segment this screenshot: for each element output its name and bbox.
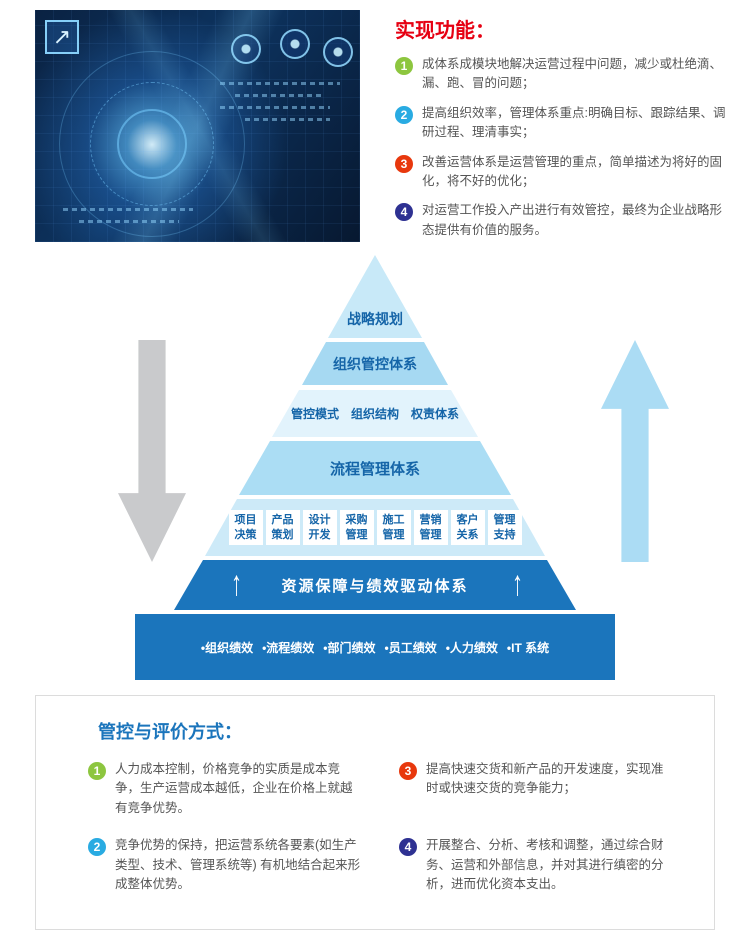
hero-emblem-icon	[323, 37, 353, 67]
number-badge: 3	[395, 154, 413, 173]
hero-emblem-icon	[280, 29, 310, 59]
function-box-line: 设计	[308, 514, 331, 527]
function-box-line: 产品	[271, 514, 294, 527]
function-box: 项目 决策	[228, 510, 263, 545]
pyramid-level-strategy: 战略规划	[135, 255, 615, 338]
function-box-line: 管理	[382, 528, 405, 541]
feature-item: 2 提高组织效率，管理体系重点:明确目标、跟踪结果、调研过程、理清事实；	[395, 104, 727, 143]
up-arrow-icon: ↑	[512, 563, 523, 603]
evaluation-grid: 1 人力成本控制，价格竞争的实质是成本竞争，生产运营成本越低，企业在价格上就越有…	[36, 760, 714, 894]
hero-data-bar	[220, 82, 340, 85]
evaluation-panel: 管控与评价方式： 1 人力成本控制，价格竞争的实质是成本竞争，生产运营成本越低，…	[35, 695, 715, 930]
pyramid-level-label: 组织管控体系	[333, 355, 417, 372]
function-box-line: 关系	[456, 528, 479, 541]
function-box-line: 决策	[234, 528, 257, 541]
kpi-item: •部门绩效	[323, 640, 376, 655]
function-box: 采购 管理	[339, 510, 374, 545]
evaluation-text: 人力成本控制，价格竞争的实质是成本竞争，生产运营成本越低，企业在价格上就越有竞争…	[115, 762, 353, 815]
number-badge: 4	[395, 203, 413, 222]
feature-item: 1 成体系成模块地解决运营过程中问题，减少或杜绝滴、漏、跑、冒的问题；	[395, 55, 727, 94]
evaluation-item: 4 开展整合、分析、考核和调整，通过综合财务、运营和外部信息，并对其进行缜密的分…	[399, 836, 672, 894]
function-box-line: 客户	[456, 514, 479, 527]
evaluation-text: 开展整合、分析、考核和调整，通过综合财务、运营和外部信息，并对其进行缜密的分析，…	[426, 838, 664, 891]
function-box-line: 项目	[234, 514, 257, 527]
hero-ring-outer	[59, 51, 245, 237]
pyramid-level-process: 流程管理体系	[135, 441, 615, 495]
function-box-line: 管理	[345, 528, 368, 541]
feature-text: 提高组织效率，管理体系重点:明确目标、跟踪结果、调研过程、理清事实；	[422, 105, 726, 140]
hero-data-bar	[220, 106, 330, 109]
features-title: 实现功能：	[395, 20, 495, 42]
kpi-item: •员工绩效	[384, 640, 437, 655]
evaluation-item: 3 提高快速交货和新产品的开发速度，实现准时或快速交货的竞争能力；	[399, 760, 672, 818]
kpi-item: •组织绩效	[200, 640, 254, 655]
evaluation-text: 提高快速交货和新产品的开发速度，实现准时或快速交货的竞争能力；	[426, 762, 664, 796]
pyramid-level-resources: ↑ 资源保障与绩效驱动体系 ↑	[135, 560, 615, 610]
hero-grid-overlay	[35, 10, 360, 242]
function-box-line: 营销	[419, 514, 442, 527]
kpi-item: •人力绩效	[445, 640, 498, 655]
function-box: 客户 关系	[450, 510, 485, 545]
hero-image: ↗	[35, 10, 360, 242]
pyramid-level-label: 管控模式 组织结构 权责体系	[290, 407, 459, 421]
features-panel: 实现功能： 1 成体系成模块地解决运营过程中问题，减少或杜绝滴、漏、跑、冒的问题…	[395, 14, 727, 250]
function-box-line: 策划	[271, 528, 294, 541]
function-boxes-row: 项目 决策 产品 策划 设计 开发 采购 管理 施工 管理	[228, 510, 522, 545]
pyramid-diagram: 战略规划 组织管控体系 管控模式 组织结构 权责体系 流程管理体系 项目 决策 …	[135, 255, 615, 680]
function-box: 产品 策划	[265, 510, 300, 545]
function-box-line: 施工	[382, 514, 405, 527]
function-box-line: 管理	[419, 528, 442, 541]
evaluation-item: 2 竞争优势的保持，把运营系统各要素(如生产类型、技术、管理系统等) 有机地结合…	[88, 836, 361, 894]
pyramid-level-label: 流程管理体系	[329, 460, 420, 478]
pyramid-level-modes: 管控模式 组织结构 权责体系	[135, 390, 615, 437]
hero-ring-inner	[117, 109, 187, 179]
function-box-line: 管理	[493, 514, 516, 527]
up-arrow-icon: ↑	[231, 563, 242, 603]
pyramid-level-label: 资源保障与绩效驱动体系	[281, 577, 469, 595]
function-box: 设计 开发	[302, 510, 337, 545]
feature-item: 4 对运营工作投入产出进行有效管控，最终为企业战略形态提供有价值的服务。	[395, 201, 727, 240]
evaluation-title: 管控与评价方式：	[98, 722, 242, 742]
function-box-line: 开发	[308, 528, 331, 541]
feature-text: 成体系成模块地解决运营过程中问题，减少或杜绝滴、漏、跑、冒的问题；	[422, 57, 723, 91]
pyramid-level-kpis: •组织绩效 •流程绩效 •部门绩效 •员工绩效 •人力绩效 •IT 系统	[135, 614, 615, 680]
hero-data-bar	[63, 208, 193, 211]
feature-text: 改善运营体系是运营管理的重点，简单描述为将好的固化，将不好的优化；	[422, 154, 723, 188]
hero-ring-middle	[90, 82, 214, 206]
number-badge: 2	[395, 105, 413, 124]
hero-data-bar	[245, 118, 330, 121]
pyramid-level-org-control: 组织管控体系	[135, 342, 615, 385]
number-badge: 4	[399, 838, 417, 857]
hero-emblem-icon	[231, 34, 261, 64]
number-badge: 2	[88, 838, 106, 857]
hero-data-bar	[235, 94, 325, 97]
function-box-line: 支持	[493, 528, 516, 541]
pyramid-level-functions: 项目 决策 产品 策划 设计 开发 采购 管理 施工 管理	[135, 499, 615, 556]
evaluation-text: 竞争优势的保持，把运营系统各要素(如生产类型、技术、管理系统等) 有机地结合起来…	[115, 838, 361, 891]
evaluation-item: 1 人力成本控制，价格竞争的实质是成本竞争，生产运营成本越低，企业在价格上就越有…	[88, 760, 361, 818]
function-box-line: 采购	[345, 514, 368, 527]
feature-text: 对运营工作投入产出进行有效管控，最终为企业战略形态提供有价值的服务。	[422, 203, 723, 237]
kpi-item: •IT 系统	[506, 640, 550, 655]
hero-data-bar	[79, 220, 179, 223]
number-badge: 1	[395, 57, 413, 75]
up-right-arrow-icon: ↗	[45, 20, 79, 54]
number-badge: 3	[399, 762, 417, 780]
feature-item: 3 改善运营体系是运营管理的重点，简单描述为将好的固化，将不好的优化；	[395, 153, 727, 192]
function-box: 施工 管理	[376, 510, 411, 545]
function-box: 营销 管理	[413, 510, 448, 545]
function-box: 管理 支持	[487, 510, 522, 545]
number-badge: 1	[88, 762, 106, 780]
kpi-item: •流程绩效	[262, 640, 315, 655]
pyramid-level-label: 战略规划	[347, 311, 403, 327]
